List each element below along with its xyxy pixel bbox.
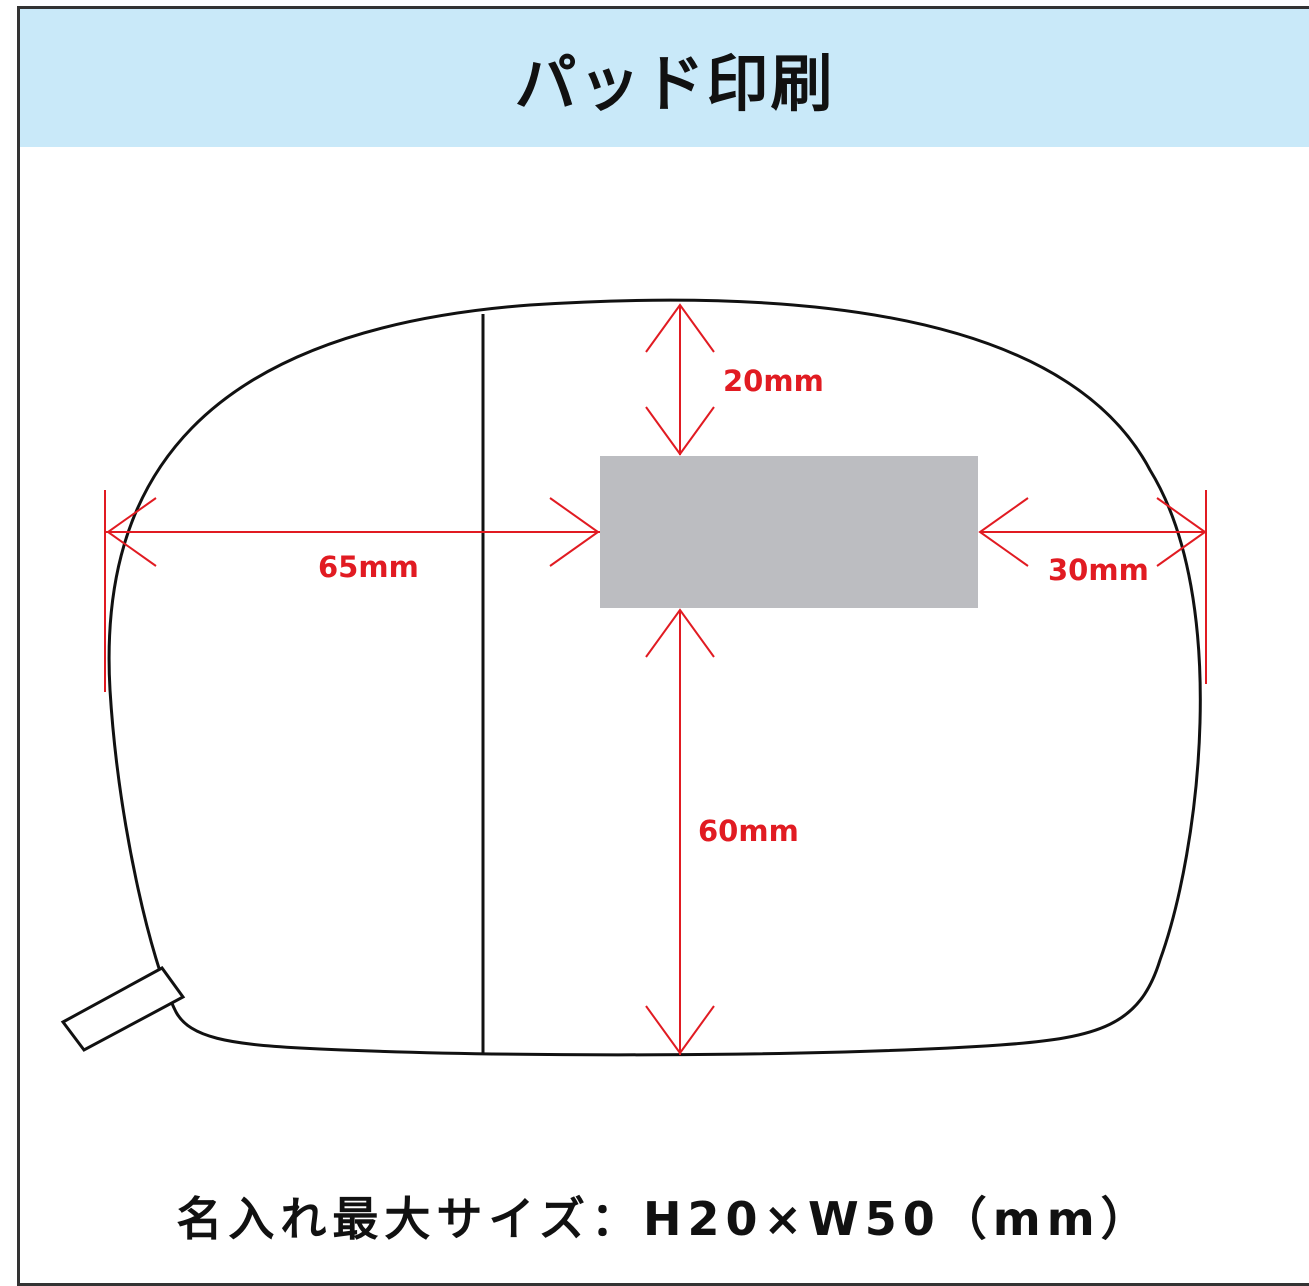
header-band: パッド印刷 [20,9,1309,147]
print-area [600,456,978,608]
left-dimension-arrow [104,490,600,692]
bottom-dimension-label: 60mm [698,814,799,848]
bottom-dimension-arrow [645,608,715,1055]
left-dimension-label: 65mm [318,550,419,584]
max-size-caption: 名入れ最大サイズ：H20×W50（mm） [176,1192,1153,1246]
right-dimension-arrow [978,490,1207,684]
pouch-outline [107,298,1202,1057]
top-dimension-label: 20mm [723,364,824,398]
page-title: パッド印刷 [514,47,835,120]
top-dimension-arrow [645,303,715,456]
zipper-tab [60,966,186,1052]
right-dimension-label: 30mm [1048,553,1149,587]
outer-frame [17,6,1309,1286]
